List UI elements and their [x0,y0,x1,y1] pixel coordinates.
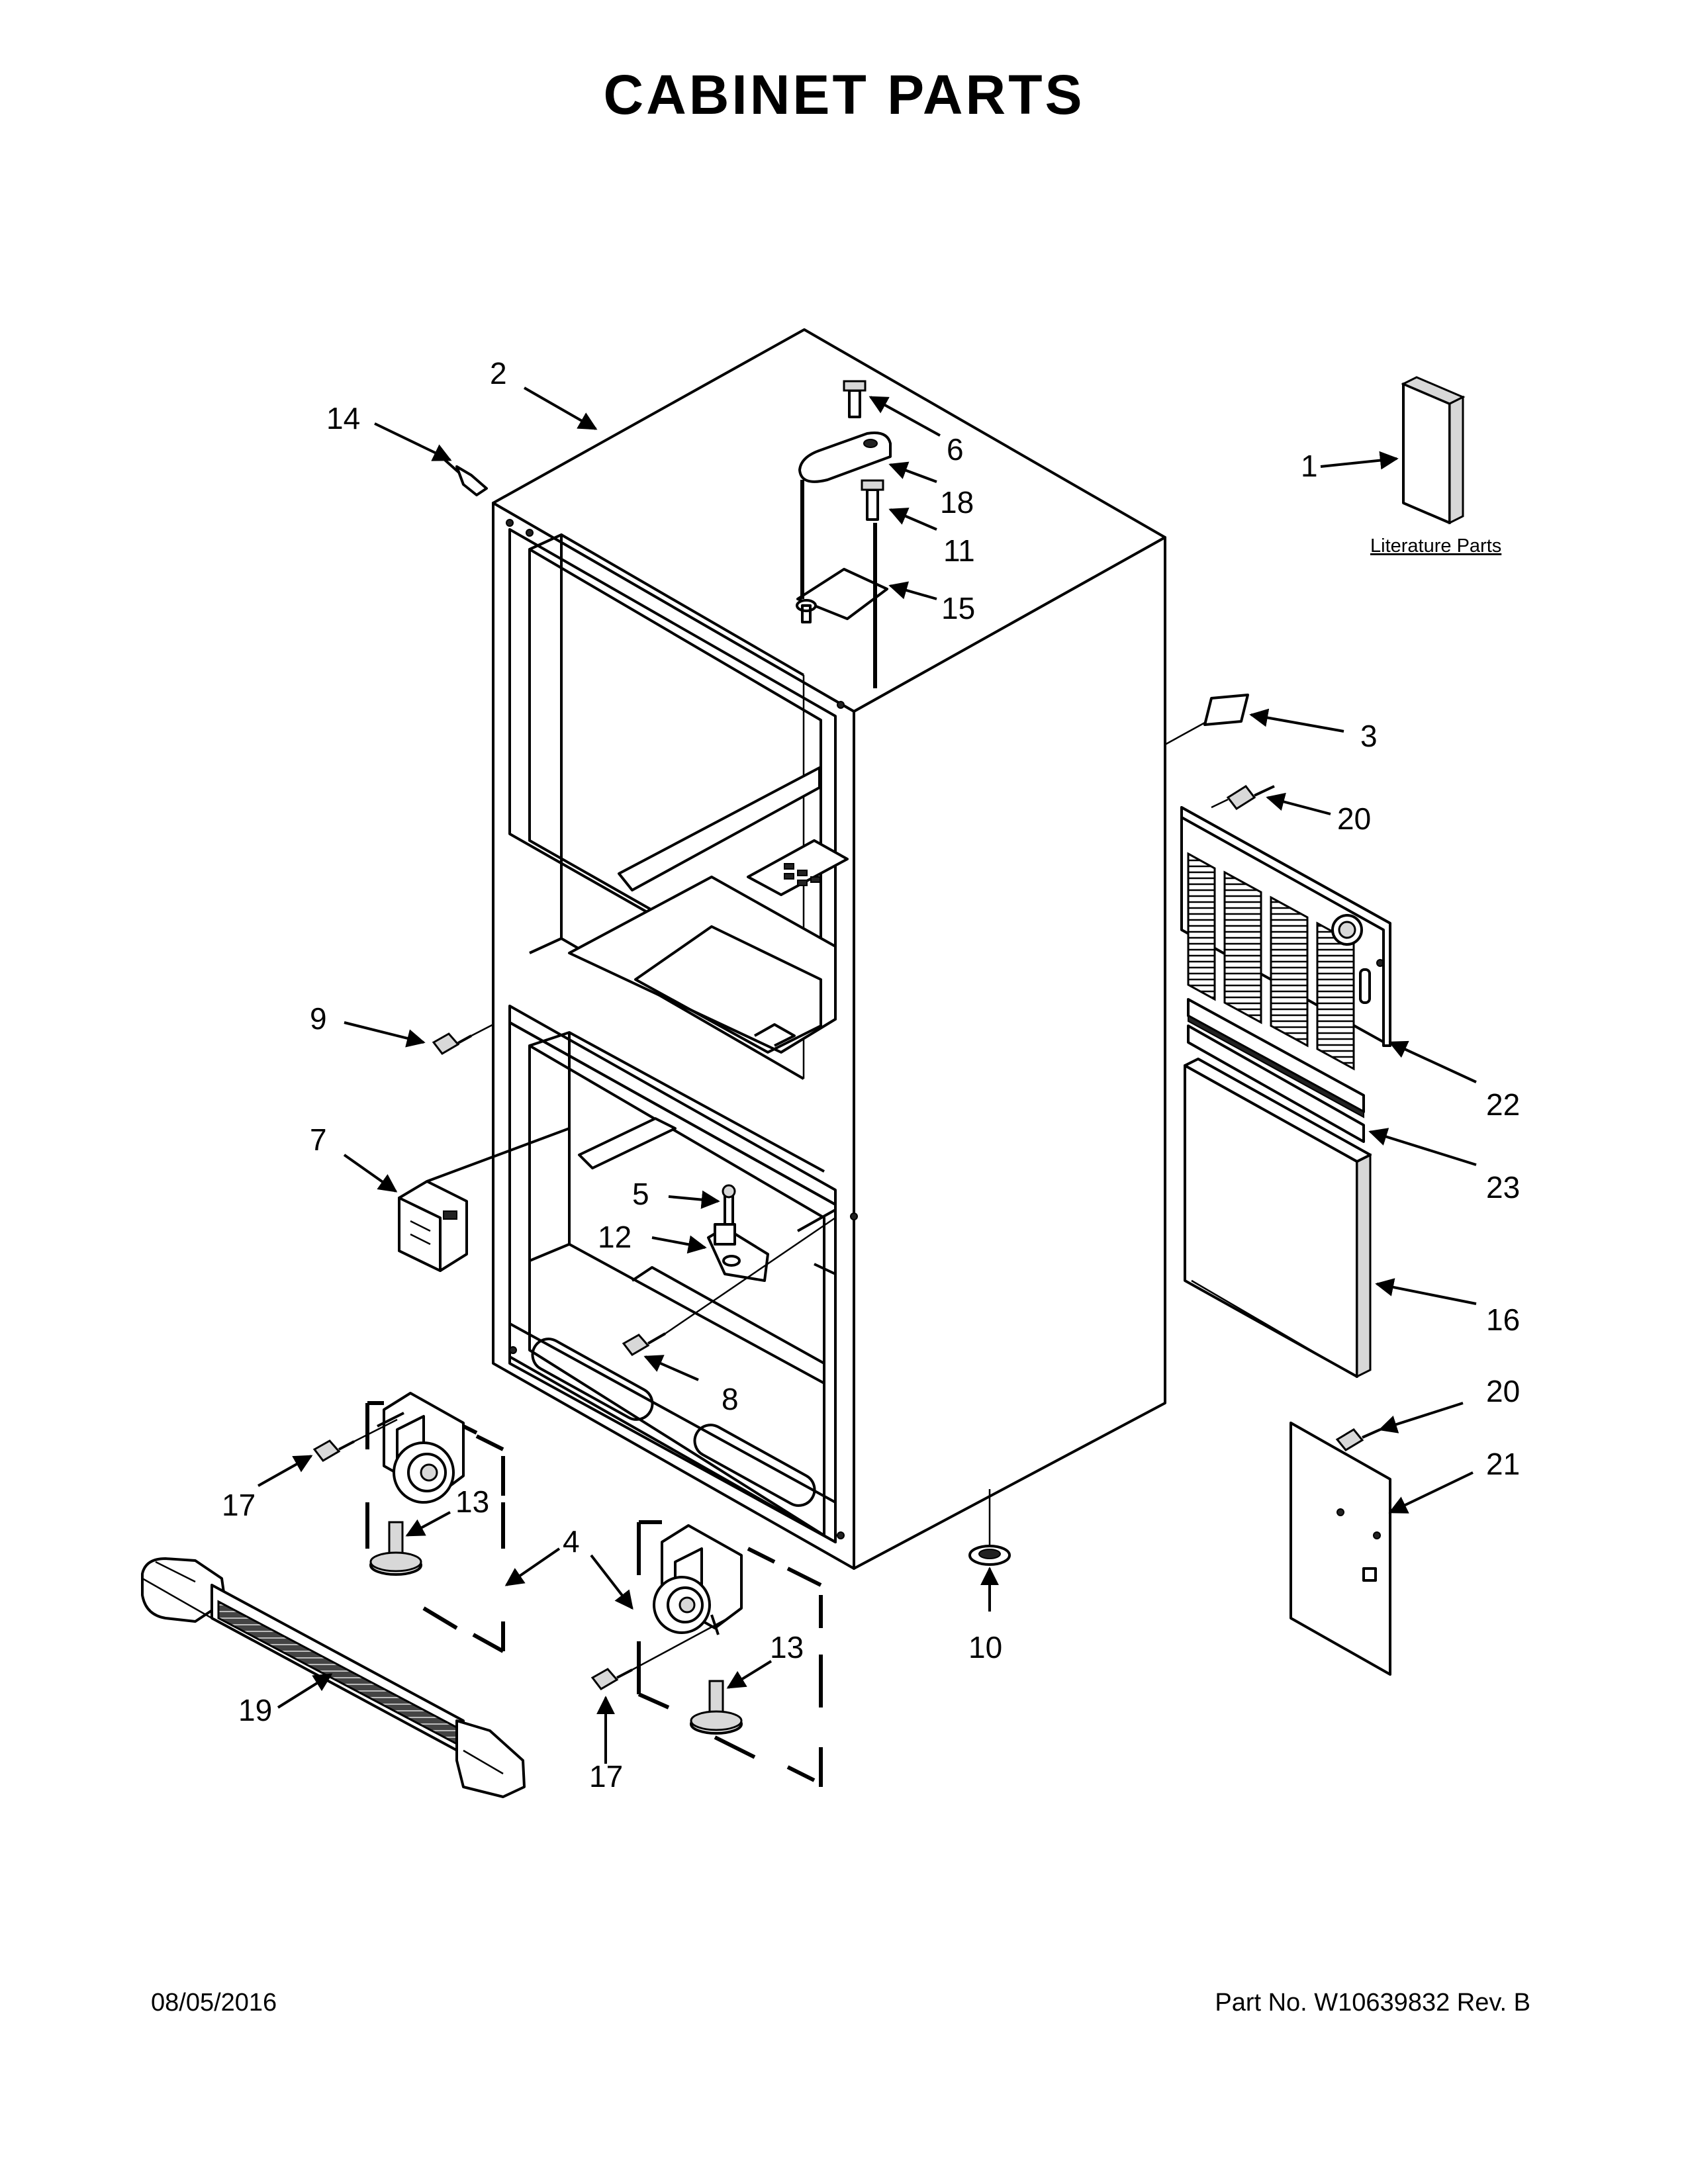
literature-label: Literature Parts [1370,535,1501,557]
callout-2: 2 [490,356,507,390]
callout-15: 15 [941,591,975,625]
callout-1: 1 [1301,449,1318,483]
part-20-screw-upper [1211,785,1275,810]
part-20-screw-lower [1335,1428,1381,1451]
part-5-pin [722,1184,736,1226]
callout-numbers: 1 2 3 4 5 6 7 8 9 10 11 12 13 13 14 15 1… [222,356,1520,1794]
callout-17-left: 17 [222,1488,256,1522]
part-23-strip [1187,998,1365,1143]
callout-21: 21 [1486,1447,1520,1481]
part-17-screw-left [312,1418,398,1462]
part-21-access-panel [1289,1422,1391,1676]
callout-8: 8 [722,1382,739,1416]
part-8-screw [622,1216,836,1356]
page-title: CABINET PARTS [603,64,1085,126]
callout-5: 5 [632,1177,649,1211]
callout-4: 4 [563,1524,580,1559]
top-hinge-assembly [796,380,892,688]
footer-part-number: Part No. W10639832 Rev. B [1215,1989,1530,2017]
callout-20-upper: 20 [1337,801,1371,836]
callout-13-right: 13 [770,1630,804,1664]
cabinet [492,328,1166,1570]
callout-leaders [258,387,1477,1764]
part-17-screw-right [590,1617,729,1690]
callout-11: 11 [943,533,975,568]
callout-22: 22 [1486,1087,1520,1122]
callout-14: 14 [326,401,360,435]
footer-date: 08/05/2016 [151,1989,277,2017]
part-16-panel [1184,1058,1372,1379]
callout-6: 6 [947,432,964,467]
callout-12: 12 [598,1220,632,1254]
callout-23: 23 [1486,1170,1520,1205]
callout-18: 18 [940,485,974,520]
right-roller-assembly [637,1520,823,1787]
callout-16: 16 [1486,1302,1520,1337]
rear-grille-panel [1180,806,1391,1071]
part-7-control-module [398,1127,570,1272]
left-roller-assembly [365,1392,505,1653]
callout-20-lower: 20 [1486,1374,1520,1408]
callout-9: 9 [310,1001,327,1036]
callout-7: 7 [310,1122,327,1157]
part-12-bracket [707,1208,836,1282]
callout-13-left: 13 [455,1484,489,1519]
callout-17-right: 17 [589,1759,623,1794]
air-vent-pads [784,863,821,886]
callout-10: 10 [968,1630,1002,1664]
callout-19: 19 [238,1693,272,1727]
part-3-label-plate [1203,694,1249,726]
literature-parts [1401,376,1466,525]
part-10-foot [968,1489,1011,1566]
part-9-screw [432,1023,494,1055]
callout-3: 3 [1360,719,1378,753]
part-19-base-grille [141,1557,526,1798]
part-14-clip [444,459,488,496]
